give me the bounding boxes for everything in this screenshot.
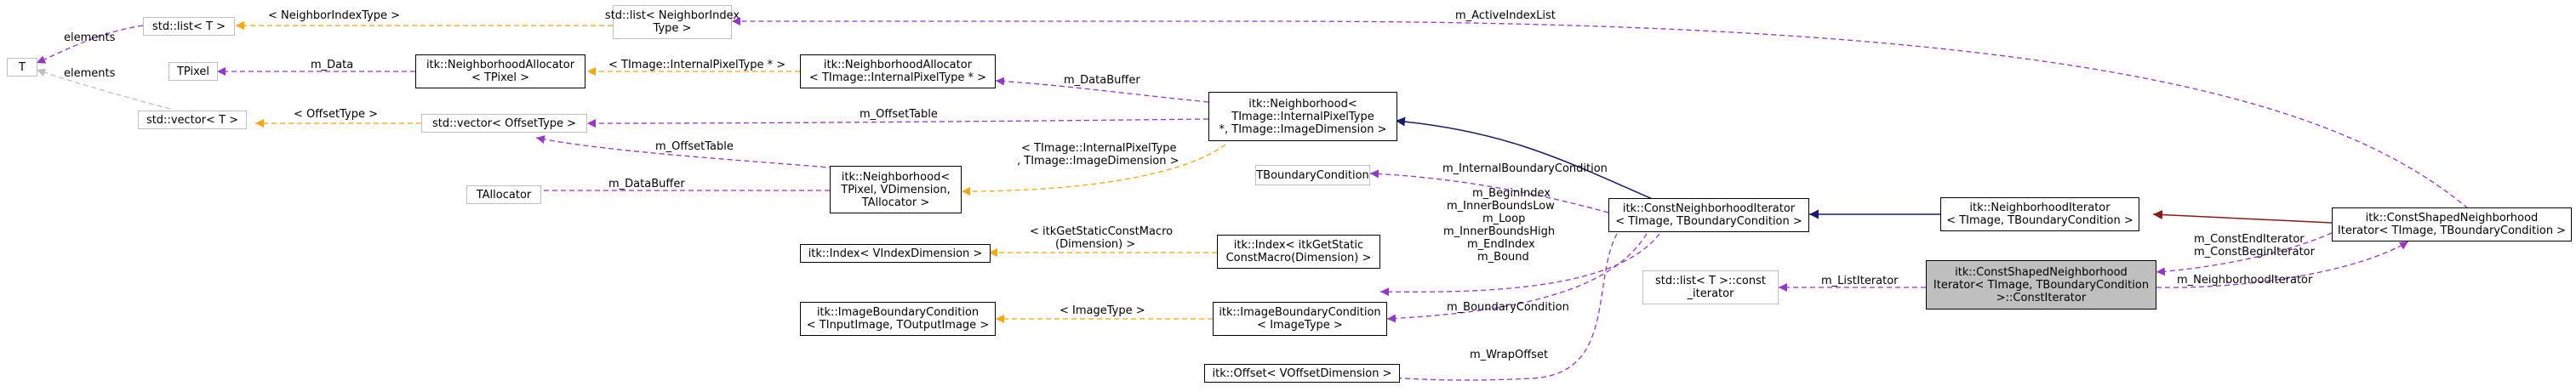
label-neighborhood-template-1: < TImage::InternalPixelType< TImage::Int… [1021,142,1176,155]
node-neighborhoodallocator-internalpixeltype: itk::NeighborhoodAllocator < TImage::Int… [800,54,996,88]
label-m-databuffer-top: m_DataBuffer [1064,74,1140,87]
edge-navy-to-neighborhood [1395,116,1669,207]
node-index-itkgetstatic: itk::Index< itkGetStatic ConstMacro(Dime… [1217,235,1380,269]
node-neighborhooditerator: itk::NeighborhoodIterator < TImage, TBou… [1940,197,2139,231]
edge-m-boundarycondition [1386,233,1648,323]
node-neighborhoodallocator-tpixel: itk::NeighborhoodAllocator < TPixel > [415,54,585,88]
node-std-list-T: std::list< T > [143,17,235,36]
edge-darkred [2152,210,2333,224]
edge-neighborhood-template [961,144,1226,196]
node-index-vindexdimension: itk::Index< VIndexDimension > [800,244,991,263]
node-constshapedneighborhooditerator: itk::ConstShapedNeighborhood Iterator< T… [2332,207,2572,241]
node-tboundarycondition: TBoundaryCondition [1255,165,1370,185]
label-m-internalboundarycondition: m_InternalBoundaryCondition [1442,162,1608,175]
label-m-listiterator: m_ListIterator [1821,275,1899,287]
label-begin-iterator: m_ConstBeginIterator [2194,246,2316,258]
edge-index-members [1379,233,1660,297]
svg-text:m_Bound: m_Bound [1477,251,1529,264]
svg-text:m_BeginIndex: m_BeginIndex [1472,187,1551,200]
label-m-neighborhooditerator: m_NeighborhoodIterator [2177,274,2313,287]
node-tallocator: TAllocator [466,185,541,204]
svg-text:m_Loop: m_Loop [1482,213,1525,225]
label-neighborhood-template-2: , TImage::ImageDimension > [1017,155,1179,168]
label-offsettype: < OffsetType > [294,108,378,121]
label-m-wrapoffset: m_WrapOffset [1470,349,1548,361]
node-T: T [7,58,37,77]
node-offset-voffsetdimension: itk::Offset< VOffsetDimension > [1204,364,1400,383]
node-neighborhood-tpixel: itk::Neighborhood< TPixel, VDimension, T… [830,166,962,213]
edge-activeindexlist [732,17,2469,209]
node-constshaped-constiterator: itk::ConstShapedNeighborhood Iterator< T… [1926,260,2156,310]
label-internalpixeltype-ptr: < TImage::InternalPixelType * > [608,59,785,71]
edge-list-to-T [36,25,144,64]
label-neighborindextype: < NeighborIndexType > [268,9,400,22]
label-active-index-list: m_ActiveIndexList [1455,9,1556,22]
label-itkgetstatic-2: (Dimension) > [1055,238,1135,251]
label-elements-list: elements [64,31,116,44]
svg-text:m_InnerBoundsLow: m_InnerBoundsLow [1447,200,1555,213]
edge-m-offsettable-mid [535,135,860,171]
node-std-list-neighborindextype: std::list< NeighborIndex Type > [605,5,740,39]
node-imageboundarycondition-tinput: itk::ImageBoundaryCondition < TInputImag… [800,302,996,336]
label-m-offsettable-mid: m_OffsetTable [655,140,734,153]
node-std-list-const-iterator: std::list< T >::const _iterator [1642,270,1779,304]
node-std-vector-offsettype: std::vector< OffsetType > [421,114,587,133]
edge-m-neighborhooditerator [2156,241,2409,288]
node-constneighborhooditerator: itk::ConstNeighborhoodIterator < TImage,… [1608,198,1809,232]
label-m-databuffer-mid: m_DataBuffer [608,178,685,190]
label-itkgetstatic-1: < itkGetStaticConstMacro< itkGetStaticCo… [1030,225,1173,238]
svg-text:m_EndIndex: m_EndIndex [1467,238,1535,251]
edge-m-databuffer-top [995,77,1209,103]
edge-m-internalboundarycondition [1369,169,1609,213]
node-std-vector-T: std::vector< T > [138,111,247,129]
label-m-offsettable-top: m_OffsetTable [860,108,938,121]
label-m-boundarycondition: m_BoundaryCondition [1447,301,1569,314]
node-tpixel: TPixel [168,62,218,81]
node-imageboundarycondition-imagetype: itk::ImageBoundaryCondition < ImageType … [1213,302,1387,336]
svg-text:m_InnerBoundsHigh: m_InnerBoundsHigh [1443,225,1555,238]
edge-m-offsettable-top [586,118,1209,128]
label-index-members: m_BeginIndex m_InnerBoundsLow m_Loop m_I… [1443,187,1555,264]
node-neighborhood-timage: itk::Neighborhood< TImage::InternalPixel… [1208,92,1397,141]
label-m-data: m_Data [311,59,353,71]
label-elements-vector: elements [64,67,116,80]
edge-end-begin-iterator [2156,232,2333,276]
label-imagetype: < ImageType > [1060,304,1145,317]
